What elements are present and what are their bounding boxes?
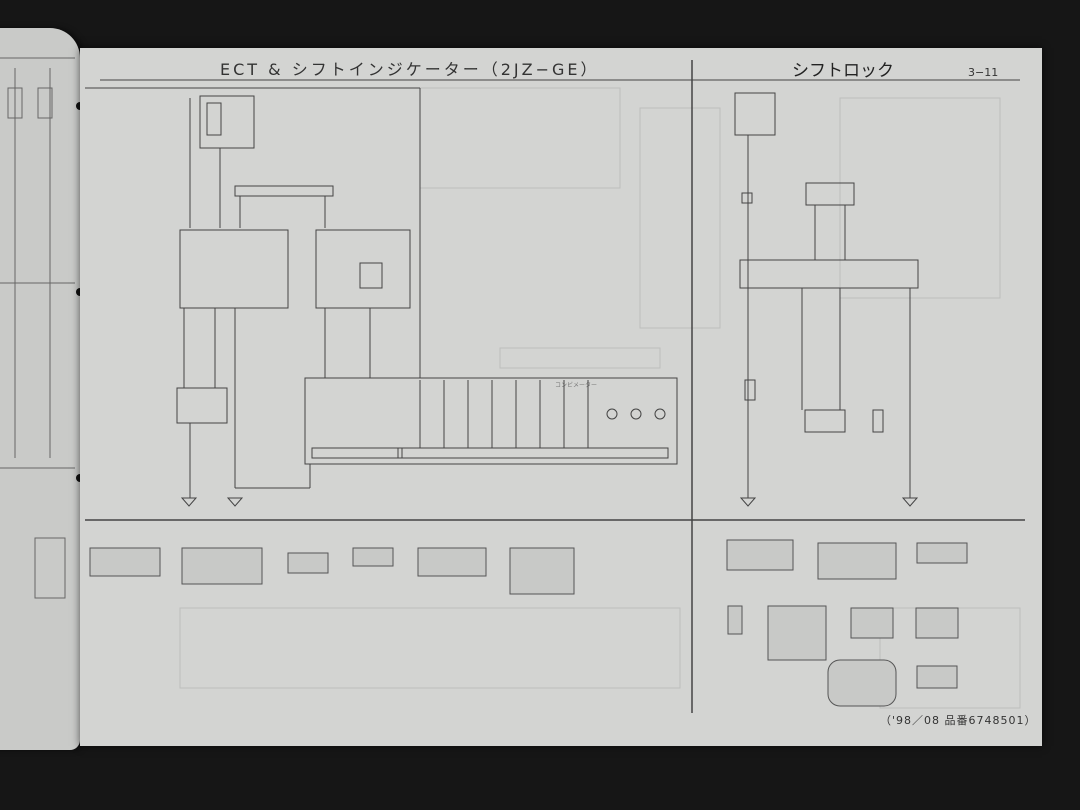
- connector-illustrations: [89, 539, 968, 707]
- stop-lamp-switch: [805, 182, 855, 206]
- shift-switch: [176, 387, 228, 424]
- manual-page: ECT & シフトインジケーター（2JZ−GE） シフトロック 3−11 コンビ…: [80, 48, 1042, 746]
- connector-f32: [916, 665, 958, 689]
- combination-meter: [304, 377, 678, 465]
- connector-f64: [287, 552, 329, 574]
- indicator-leds: [419, 380, 666, 448]
- connector-f11: [827, 659, 897, 707]
- connector-f7: [352, 547, 394, 567]
- junction-connector: [234, 185, 334, 197]
- fuse-box: [199, 95, 255, 149]
- ground-icon: [180, 497, 244, 507]
- ground-icon: [739, 497, 919, 507]
- connector-f53: [181, 547, 263, 585]
- connector-f17: [727, 605, 743, 635]
- connector-f1: [817, 542, 897, 580]
- connector-f4: [89, 547, 161, 577]
- fuse-box: [734, 92, 776, 136]
- connector-f56: [767, 605, 827, 661]
- connector-f41: [916, 542, 968, 564]
- connector-g3: [509, 547, 575, 595]
- connector-g4: [417, 547, 487, 577]
- page-title: ECT & シフトインジケーター（2JZ−GE）: [220, 60, 600, 79]
- previous-page-diagram: [0, 57, 75, 599]
- footer-part-number: （'98／08 品番6748501）: [880, 714, 1037, 727]
- meter-label: コンビメーター: [555, 382, 598, 389]
- ecu-block: [179, 229, 289, 309]
- fuse-icon: [206, 102, 222, 136]
- shift-lock-ecu: [739, 259, 919, 289]
- pattern-switch-block: [315, 229, 411, 309]
- page-number: 3−11: [968, 66, 999, 79]
- connector-f39: [726, 539, 794, 571]
- previous-page-edge: [0, 28, 80, 750]
- section-title: シフトロック: [792, 61, 894, 81]
- connector-f57: [850, 607, 894, 639]
- connector-f58: [915, 607, 959, 639]
- show-through-grid: [179, 87, 1021, 709]
- shift-lock-solenoid: [804, 409, 846, 433]
- wiring-diagram: [85, 60, 1025, 713]
